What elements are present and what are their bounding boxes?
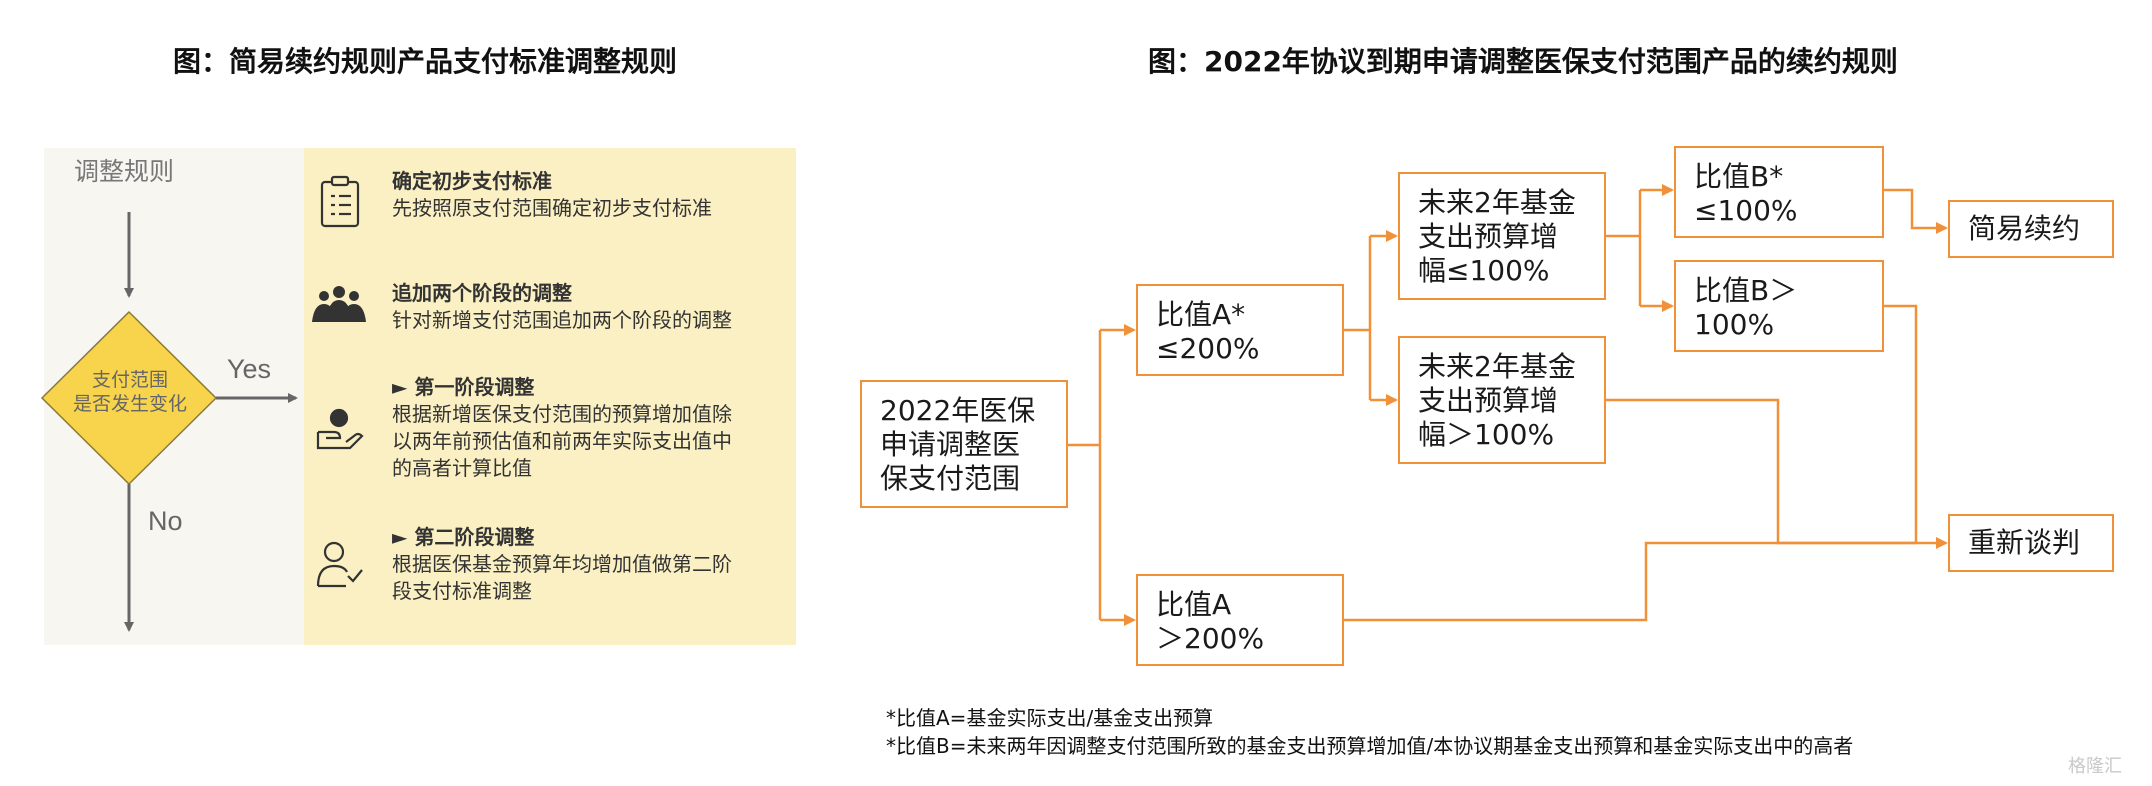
step-text: 以两年前预估值和前两年实际支出值中: [392, 429, 732, 453]
fund-gt-box: 未来2年基金 支出预算增 幅＞100%: [1398, 336, 1606, 464]
box-line: 支出预算增: [1418, 384, 1559, 417]
step-initial-standard: 确定初步支付标准 先按照原支付范围确定初步支付标准: [392, 168, 712, 222]
box-line: 未来2年基金: [1418, 186, 1576, 219]
box-line: ≤100%: [1694, 194, 1798, 227]
note-ratio-a: *比值A=基金实际支出/基金支出预算: [886, 706, 1214, 730]
step-heading: 追加两个阶段的调整: [392, 281, 572, 305]
box-line: 幅＞100%: [1418, 418, 1555, 451]
adjust-rules-label: 调整规则: [74, 157, 175, 186]
step-two-stage: 追加两个阶段的调整 针对新增支付范围追加两个阶段的调整: [392, 280, 732, 334]
renegotiate-box: 重新谈判: [1948, 514, 2114, 572]
step-heading: ► 第一阶段调整: [392, 375, 535, 399]
connector-a-gt-to-renegotiate: [1344, 541, 1916, 622]
ratio-b-le-box: 比值B* ≤100%: [1674, 146, 1884, 238]
step-text: 的高者计算比值: [392, 456, 532, 480]
yes-label: Yes: [227, 354, 272, 384]
box-line: 100%: [1694, 308, 1775, 341]
box-line: ＞200%: [1156, 622, 1265, 655]
box-line: 比值B＞: [1694, 274, 1798, 307]
box-line: 幅≤100%: [1418, 254, 1550, 287]
decision-text: 支付范围 是否发生变化: [60, 368, 200, 416]
group-icon: [312, 286, 366, 322]
left-figure-title: 图：简易续约规则产品支付标准调整规则: [173, 45, 678, 78]
step-text: 根据新增医保支付范围的预算增加值除: [392, 402, 732, 426]
step-stage-two: ► 第二阶段调整 根据医保基金预算年均增加值做第二阶 段支付标准调整: [392, 524, 732, 605]
clipboard-icon: [320, 175, 360, 228]
box-line: 保支付范围: [880, 462, 1021, 495]
hand-coin-icon: [316, 408, 364, 450]
start-box: 2022年医保 申请调整医 保支付范围: [860, 380, 1068, 508]
person-check-icon: [316, 541, 363, 588]
box-line: 比值B*: [1694, 160, 1784, 193]
step-heading: 确定初步支付标准: [392, 169, 552, 193]
decision-line-1: 支付范围: [91, 369, 168, 391]
step-text: 针对新增支付范围追加两个阶段的调整: [392, 308, 732, 332]
box-line: 申请调整医: [880, 428, 1021, 461]
fund-le-box: 未来2年基金 支出预算增 幅≤100%: [1398, 172, 1606, 300]
box-line: 2022年医保: [880, 394, 1036, 427]
arrow-b-gt-to-renegotiate: [1884, 304, 1948, 549]
box-line: 未来2年基金: [1418, 350, 1576, 383]
step-stage-one: ► 第一阶段调整 根据新增医保支付范围的预算增加值除 以两年前预估值和前两年实际…: [392, 374, 732, 482]
box-line: ≤200%: [1156, 332, 1260, 365]
step-text: 根据医保基金预算年均增加值做第二阶: [392, 552, 732, 576]
arrow-to-simple-renew: [1884, 188, 1948, 234]
no-label: No: [148, 506, 183, 536]
box-line: 比值A: [1156, 588, 1232, 621]
ratio-a-gt-box: 比值A ＞200%: [1136, 574, 1344, 666]
decision-line-2: 是否发生变化: [72, 393, 187, 415]
ratio-a-le-box: 比值A* ≤200%: [1136, 284, 1344, 376]
box-line: 比值A*: [1156, 298, 1246, 331]
connector-fund-gt-to-renegotiate: [1606, 398, 1916, 545]
rules-panel-background: [304, 148, 796, 645]
right-figure-title: 图：2022年协议到期申请调整医保支付范围产品的续约规则: [1148, 45, 1898, 78]
note-ratio-b: *比值B=未来两年因调整支付范围所致的基金支出预算增加值/本协议期基金支出预算和…: [886, 734, 1854, 758]
box-line: 支出预算增: [1418, 220, 1559, 253]
step-text: 先按照原支付范围确定初步支付标准: [392, 196, 712, 220]
watermark: 格隆汇: [2068, 756, 2122, 777]
simple-renew-box: 简易续约: [1948, 200, 2114, 258]
step-text: 段支付标准调整: [392, 579, 532, 603]
ratio-b-gt-box: 比值B＞ 100%: [1674, 260, 1884, 352]
step-heading: ► 第二阶段调整: [392, 525, 535, 549]
